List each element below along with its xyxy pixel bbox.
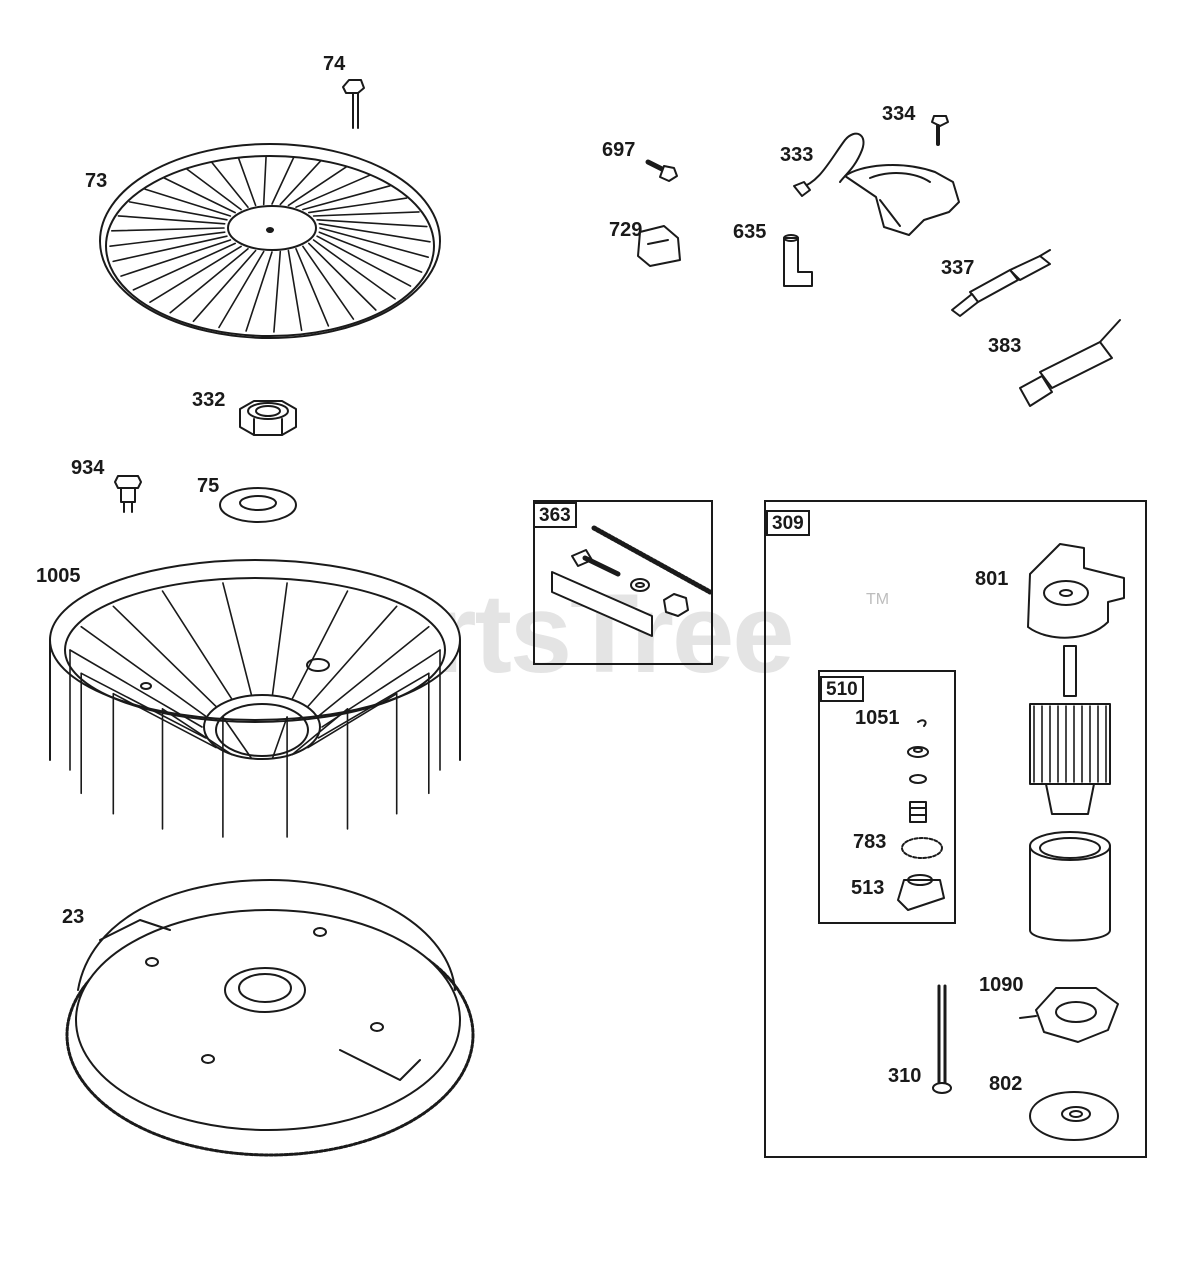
callout-310[interactable]: 310 [888,1065,922,1087]
part-armature[interactable] [1029,645,1111,815]
callout-635[interactable]: 635 [733,221,767,243]
kit-363-frame [533,500,713,665]
callout-1051[interactable]: 1051 [855,707,900,729]
part-1090-brush-holder[interactable] [1019,987,1119,1043]
kit-510-label[interactable]: 510 [820,676,864,702]
part-383-plug-wrench[interactable] [1019,319,1121,407]
callout-729[interactable]: 729 [609,219,643,241]
part-934-bolt[interactable] [114,475,142,513]
callout-74[interactable]: 74 [323,53,346,75]
part-363-kit-hardware[interactable] [551,525,713,637]
part-75-washer[interactable] [219,487,297,523]
part-729-clip[interactable] [637,225,681,267]
callout-383[interactable]: 383 [988,335,1022,357]
part-510-drive-kit[interactable] [897,719,945,911]
part-635-spark-boot[interactable] [783,234,813,287]
part-697-screw[interactable] [645,159,678,182]
callout-802[interactable]: 802 [989,1073,1023,1095]
callout-1090[interactable]: 1090 [979,974,1024,996]
callout-1005[interactable]: 1005 [36,565,81,587]
callout-337[interactable]: 337 [941,257,975,279]
callout-697[interactable]: 697 [602,139,636,161]
kit-309-frame [764,500,1147,1158]
part-starter-housing[interactable] [1029,831,1111,942]
part-1005-fan[interactable] [49,559,461,838]
part-332-nut[interactable] [239,400,297,436]
part-334-screw[interactable] [931,115,949,146]
part-23-flywheel[interactable] [65,879,475,1157]
callout-513[interactable]: 513 [851,877,885,899]
part-802-end-cap[interactable] [1029,1091,1119,1141]
callout-23[interactable]: 23 [62,906,85,928]
part-337-spark-plug[interactable] [951,249,1051,317]
callout-801[interactable]: 801 [975,568,1009,590]
part-333-ignition-coil[interactable] [793,132,960,236]
part-310-through-bolt[interactable] [932,984,952,1094]
callout-73[interactable]: 73 [85,170,108,192]
kit-363-label[interactable]: 363 [533,502,577,528]
kit-510-frame [818,670,956,924]
callout-333[interactable]: 333 [780,144,814,166]
callout-75[interactable]: 75 [197,475,220,497]
part-74-bolt[interactable] [342,79,365,129]
part-801-bracket[interactable] [1027,543,1125,639]
callout-934[interactable]: 934 [71,457,105,479]
kit-309-label[interactable]: 309 [766,510,810,536]
part-73-fan-screen[interactable] [99,143,441,339]
watermark-trademark: TM [866,591,890,608]
callout-332[interactable]: 332 [192,389,226,411]
callout-334[interactable]: 334 [882,103,916,125]
callout-783[interactable]: 783 [853,831,887,853]
